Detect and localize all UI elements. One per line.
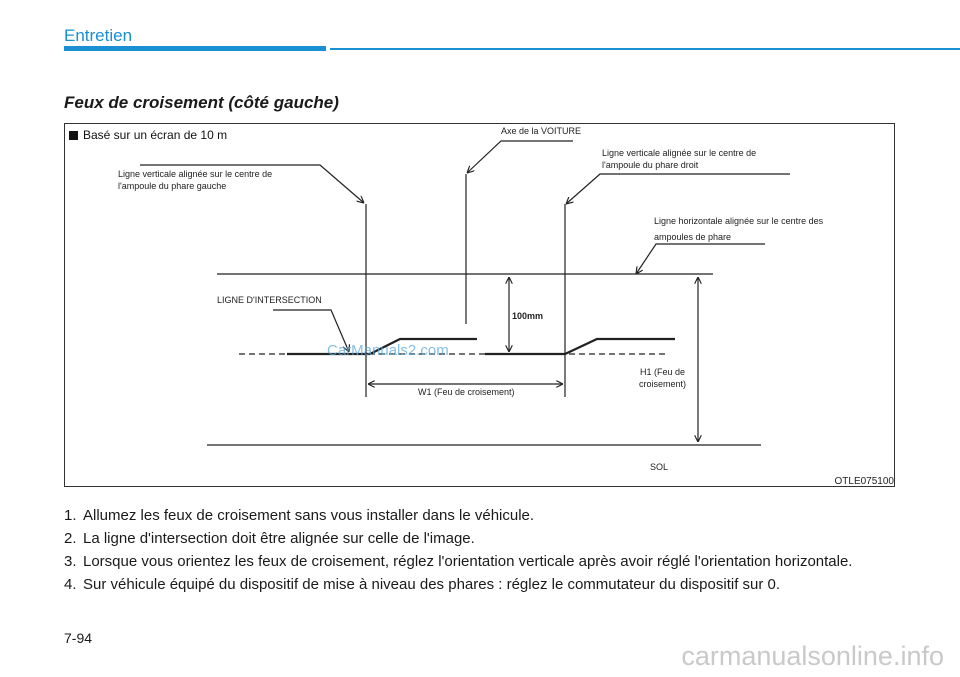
square-bullet-icon	[69, 131, 78, 140]
leader-intersection	[273, 309, 349, 352]
label-axe: Axe de la VOITURE	[501, 126, 582, 136]
right-cutoff-pattern	[485, 337, 675, 356]
header-rule-thick	[64, 46, 326, 51]
footer-watermark: carmanualsonline.info	[681, 641, 944, 671]
label-intersection: LIGNE D'INTERSECTION	[217, 295, 322, 305]
step-item: 3.Lorsque vous orientez les feux de croi…	[64, 553, 853, 570]
section-title: Entretien	[64, 26, 133, 45]
label-sol: SOL	[650, 462, 669, 472]
step-item: 2.La ligne d'intersection doit être alig…	[64, 530, 475, 547]
figure-title: Feux de croisement (côté gauche)	[64, 93, 339, 112]
aiming-diagram	[140, 140, 790, 446]
instruction-steps: 1.Allumez les feux de croisement sans vo…	[64, 506, 896, 598]
step-item: 4.Sur véhicule équipé du dispositif de m…	[64, 576, 781, 593]
figure-watermark: CarManuals2.com	[327, 342, 449, 359]
leader-left-lamp	[140, 164, 364, 203]
label-100mm: 100mm	[512, 311, 544, 321]
headlamp-aiming-figure: Basé sur un écran de 10 m Axe de la VOIT…	[64, 123, 895, 487]
label-right-lamp: Ligne verticale alignée sur le centre de…	[602, 148, 757, 170]
leader-axe	[467, 140, 573, 173]
label-left-lamp: Ligne verticale alignée sur le centre de…	[118, 169, 273, 191]
label-horizontal: Ligne horizontale alignée sur le centre …	[654, 216, 824, 242]
page-number: 7-94	[64, 630, 93, 646]
screen-distance-note: Basé sur un écran de 10 m	[69, 128, 227, 142]
label-h1: H1 (Feu de croisement)	[639, 367, 687, 389]
leader-horizontal	[636, 243, 765, 274]
figure-code: OTLE075100	[834, 476, 895, 487]
label-w1: W1 (Feu de croisement)	[418, 387, 515, 397]
header-rule-thin	[330, 48, 960, 50]
step-item: 1.Allumez les feux de croisement sans vo…	[64, 507, 535, 524]
left-cutoff-pattern	[287, 337, 477, 356]
leader-right-lamp	[566, 173, 790, 204]
